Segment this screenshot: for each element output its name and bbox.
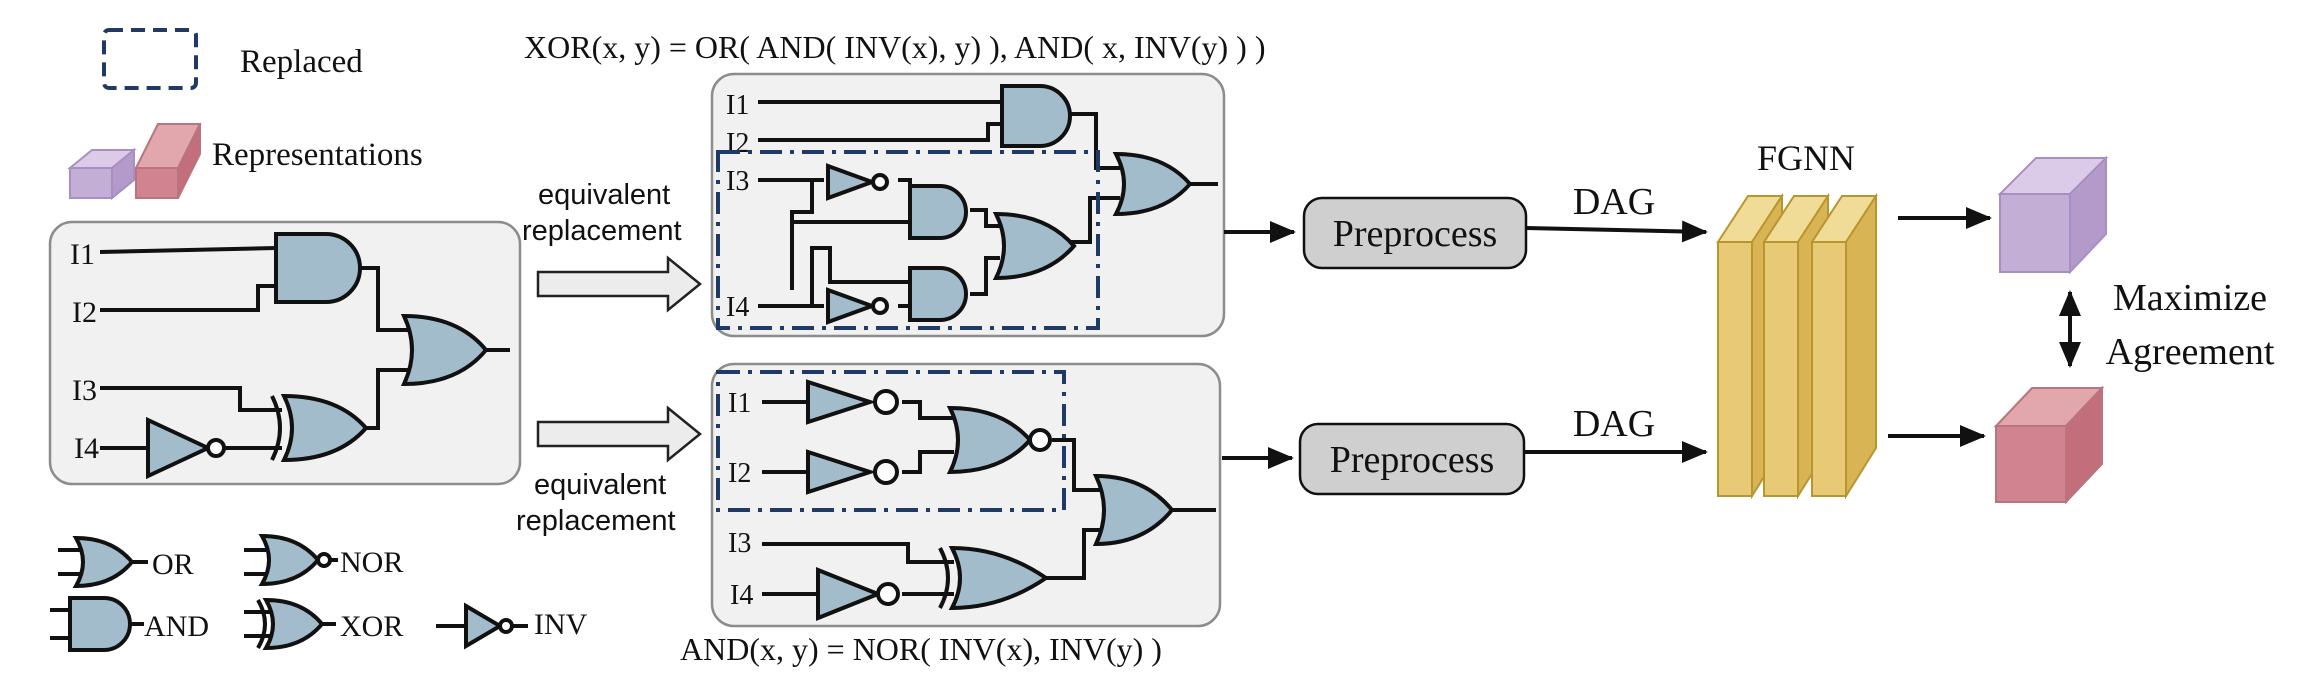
- orig-and-gate: [274, 232, 362, 304]
- bottom-nor-gate: [946, 405, 1033, 475]
- preprocess-label-top: Preprocess: [1333, 213, 1498, 255]
- bottom-input-i1: I1: [728, 388, 751, 419]
- top-formula: XOR(x, y) = OR( AND( INV(x), y) ), AND( …: [524, 29, 1265, 65]
- bottom-formula: AND(x, y) = NOR( INV(x), INV(y) ): [680, 631, 1162, 667]
- equiv-label-top-2: replacement: [522, 215, 682, 247]
- bottom-inv-gate-2: [806, 449, 877, 495]
- bottom-input-i4: I4: [730, 580, 753, 611]
- representation-purple-output: [1997, 155, 2109, 275]
- replaced-legend-label: Replaced: [240, 44, 363, 80]
- bottom-xor-gate: [948, 545, 1050, 611]
- bottom-inv-gate-1: [806, 379, 877, 425]
- representation-red-output: [1993, 385, 2105, 505]
- or-legend-icon: [58, 535, 148, 589]
- replaced-legend-box: [102, 28, 198, 90]
- original-circuit-panel: I1 I2 I3 I4: [48, 220, 522, 486]
- equiv-arrow-top: [536, 255, 702, 313]
- preprocess-label-bottom: Preprocess: [1330, 439, 1495, 481]
- equiv-label-bottom-2: replacement: [516, 505, 676, 537]
- orig-or-gate: [400, 313, 489, 387]
- xor-legend-icon: [244, 597, 336, 651]
- top-and-gate-2: [908, 184, 968, 240]
- orig-xor-gate: [280, 393, 369, 463]
- orig-inv-gate: [146, 416, 213, 480]
- top-or-gate-2: [1112, 151, 1193, 217]
- bottom-replaced-region: [716, 370, 1066, 512]
- representations-legend-label: Representations: [212, 137, 423, 173]
- and-legend-icon: [50, 596, 144, 652]
- top-circuit-panel: I1 I2 I3 I4: [710, 72, 1226, 338]
- orig-input-i2: I2: [72, 296, 97, 329]
- bottom-input-i3: I3: [728, 528, 751, 559]
- bottom-inv-gate-3: [816, 567, 884, 621]
- bottom-or-gate: [1092, 473, 1175, 547]
- orig-input-i3: I3: [72, 374, 97, 407]
- top-input-i1: I1: [726, 90, 749, 121]
- maximize-label: Maximize: [2113, 277, 2267, 319]
- inv-legend-label: INV: [534, 608, 588, 641]
- preprocess-box-top: [1302, 196, 1528, 270]
- top-and-gate-1: [1000, 84, 1072, 148]
- and-legend-label: AND: [144, 610, 209, 643]
- bottom-circuit-panel: I1 I2 I3 I4: [710, 362, 1222, 628]
- preprocess-box-bottom: [1298, 422, 1526, 496]
- legend: Replaced Representations OR NOR: [50, 28, 588, 652]
- inv-legend-icon: [436, 602, 528, 650]
- top-input-i4: I4: [726, 292, 749, 323]
- representation-red-icon: [134, 123, 202, 199]
- top-inv-gate-2: [826, 287, 878, 325]
- or-legend-label: OR: [152, 548, 194, 581]
- top-and-gate-3: [908, 266, 968, 322]
- equiv-label-top-1: equivalent: [538, 179, 670, 211]
- top-input-i3: I3: [726, 166, 749, 197]
- equiv-arrow-bottom: [536, 405, 702, 463]
- dag-label-bottom: DAG: [1573, 403, 1655, 445]
- top-replaced-region: [716, 150, 1100, 330]
- fgnn-label: FGNN: [1757, 138, 1855, 178]
- dag-label-top: DAG: [1573, 181, 1655, 223]
- fgnn-layer-3: [1810, 192, 1878, 500]
- orig-input-i4: I4: [74, 432, 99, 465]
- bottom-input-i2: I2: [728, 458, 751, 489]
- xor-legend-label: XOR: [340, 610, 403, 643]
- representation-purple-icon: [67, 147, 137, 201]
- orig-input-i1: I1: [70, 238, 95, 271]
- nor-legend-label: NOR: [340, 546, 403, 579]
- nor-legend-icon: [244, 533, 338, 587]
- equiv-label-bottom-1: equivalent: [534, 469, 666, 501]
- fgnn-layers: [1716, 192, 1878, 500]
- top-input-i2: I2: [726, 128, 749, 159]
- agreement-label: Agreement: [2106, 331, 2275, 373]
- top-or-gate-1: [992, 211, 1077, 281]
- top-inv-gate-1: [826, 163, 878, 201]
